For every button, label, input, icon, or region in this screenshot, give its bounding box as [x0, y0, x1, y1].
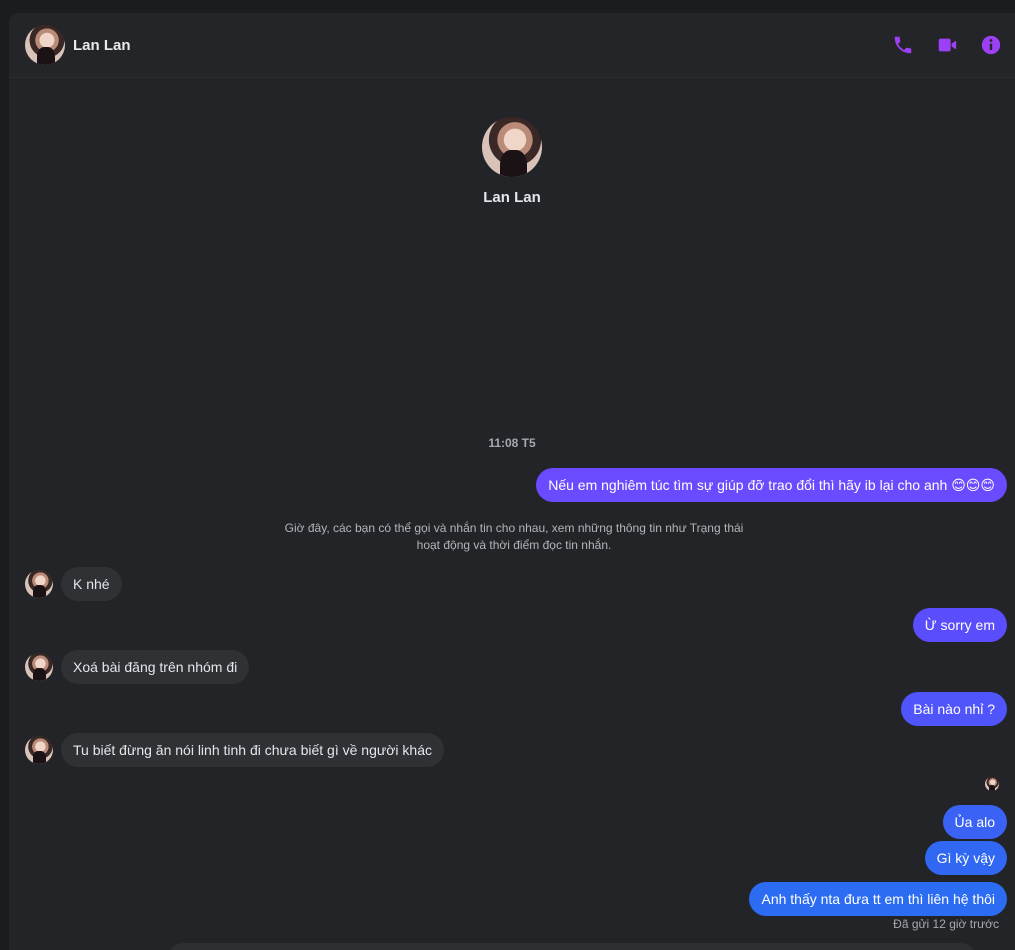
profile-avatar[interactable]	[482, 117, 542, 177]
message-composer[interactable]	[169, 943, 975, 950]
conversation-info-button[interactable]	[977, 31, 1005, 59]
contact-name[interactable]: Lan Lan	[73, 36, 131, 54]
sender-avatar[interactable]	[25, 653, 53, 681]
profile-name: Lan Lan	[483, 189, 541, 206]
message-row: Ừ sorry em	[9, 608, 1015, 642]
incoming-message[interactable]: K nhé	[61, 567, 122, 601]
outgoing-message[interactable]: Ủa alo	[942, 805, 1007, 839]
message-row: Xoá bài đăng trên nhóm đi	[9, 650, 1015, 684]
message-row: K nhé	[9, 567, 1015, 601]
message-row: Bài nào nhỉ ?	[9, 692, 1015, 726]
contact-avatar[interactable]	[25, 25, 65, 65]
message-timestamp: 11:08 T5	[488, 436, 536, 450]
incoming-message[interactable]: Xoá bài đăng trên nhóm đi	[61, 650, 250, 684]
info-icon	[981, 35, 1001, 55]
message-row: Ủa alo	[9, 805, 1015, 839]
chat-header: Lan Lan	[9, 13, 1015, 78]
outgoing-message[interactable]: Ừ sorry em	[912, 608, 1007, 642]
phone-icon	[894, 36, 912, 54]
read-receipt-avatar	[985, 777, 999, 791]
system-note: Giờ đây, các bạn có thể gọi và nhắn tin …	[284, 521, 744, 552]
profile-card: Lan Lan	[9, 117, 1015, 206]
chat-window: Lan Lan Lan Lan 11:08 T5 Nếu	[9, 13, 1015, 950]
voice-call-button[interactable]	[889, 31, 917, 59]
video-call-button[interactable]	[933, 31, 961, 59]
outgoing-message[interactable]: Nếu em nghiêm túc tìm sự giúp đỡ trao đổ…	[536, 468, 1007, 502]
message-row: Gì kỳ vậy	[9, 841, 1015, 875]
sender-avatar[interactable]	[25, 736, 53, 764]
header-actions	[889, 31, 1005, 59]
message-row: Tu biết đừng ăn nói linh tinh đi chưa bi…	[9, 733, 1015, 767]
sender-avatar[interactable]	[25, 570, 53, 598]
outgoing-message[interactable]: Anh thấy nta đưa tt em thì liên hệ thôi	[749, 882, 1007, 916]
message-row: Nếu em nghiêm túc tìm sự giúp đỡ trao đổ…	[9, 468, 1015, 502]
outgoing-message[interactable]: Bài nào nhỉ ?	[901, 692, 1007, 726]
incoming-message[interactable]: Tu biết đừng ăn nói linh tinh đi chưa bi…	[61, 733, 444, 767]
message-row: Anh thấy nta đưa tt em thì liên hệ thôi	[9, 882, 1015, 916]
outgoing-message[interactable]: Gì kỳ vậy	[924, 841, 1007, 875]
sent-status: Đã gửi 12 giờ trước	[893, 917, 999, 931]
video-camera-icon	[938, 38, 957, 52]
